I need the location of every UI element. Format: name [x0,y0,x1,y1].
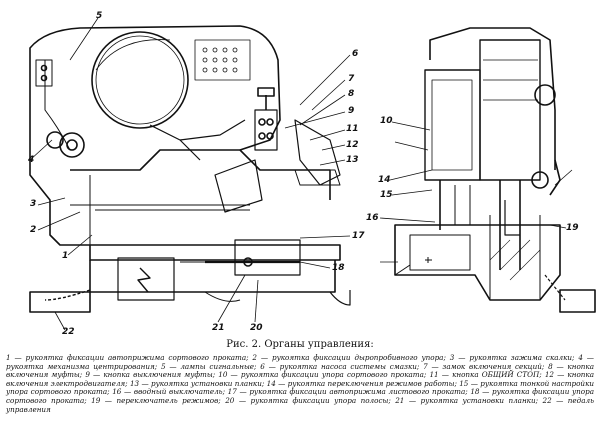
callout-11: 11 [346,124,359,134]
callout-2: 2 [30,225,37,235]
callout-18: 18 [332,263,345,273]
callout-4: 4 [28,155,35,165]
side-base [394,224,561,301]
callout-17: 17 [352,231,365,241]
flywheel [91,31,189,129]
callout-8: 8 [348,89,355,99]
callout-6: 6 [352,49,359,59]
vent-grille [194,39,251,81]
pedal [29,291,91,313]
frame-left [29,68,90,246]
frame-middle [70,149,331,200]
callout-3: 3 [30,199,37,209]
callout-20: 20 [250,323,263,333]
pedal-cable [44,289,91,301]
callout-14: 14 [378,175,391,185]
callout-16: 16 [366,213,379,223]
housing-top [29,25,281,151]
callout-10: 10 [380,116,393,126]
callout-7: 7 [348,74,355,84]
callout-15: 15 [380,190,393,200]
callout-13: 13 [346,155,359,165]
figure-caption: Рис. 2. Органы управления: [226,339,374,350]
callout-1: 1 [62,251,69,261]
figure-legend: 1 — рукоятка фиксации автоприжима сортов… [6,353,594,414]
machine-drawing [29,17,596,331]
callout-22: 22 [62,327,75,337]
callout-5: 5 [96,11,103,21]
callout-12: 12 [346,140,359,150]
side-housing [429,27,556,170]
callout-19: 19 [566,223,579,233]
base-left [89,260,336,293]
callout-21: 21 [212,323,225,333]
work-table [89,244,341,261]
callout-9: 9 [348,106,355,116]
